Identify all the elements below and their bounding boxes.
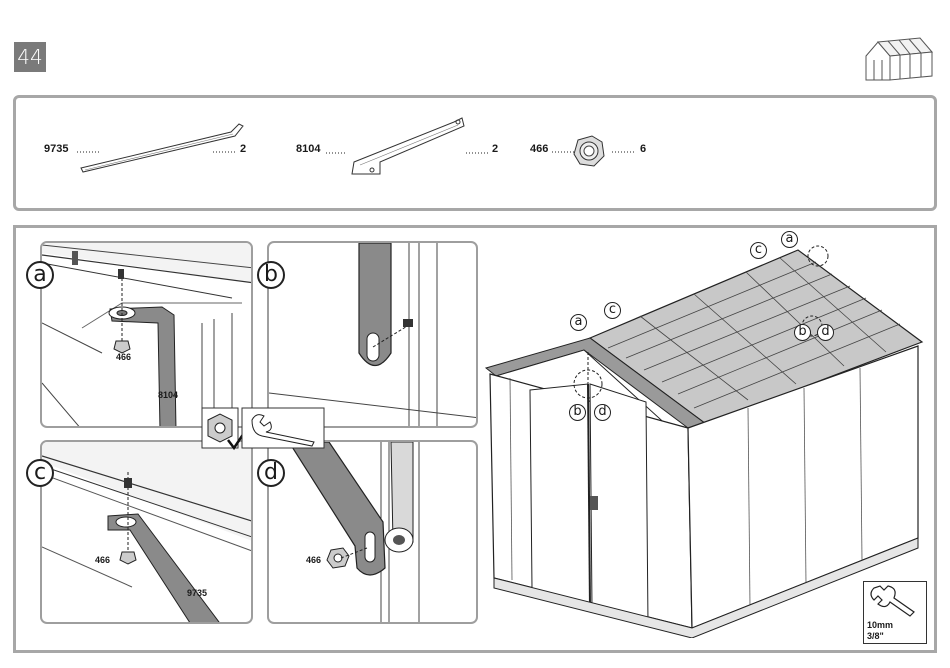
tool-indicator: 10mm 3/8" [863, 581, 927, 644]
step-number: 44 [14, 42, 46, 72]
detail-panel-d [267, 440, 478, 624]
callout-rear-b: b [794, 324, 811, 341]
detail-label-d: d [257, 459, 285, 487]
callout-front-c: c [604, 302, 621, 319]
part-qty-9735: 2 [240, 143, 246, 155]
part-code-9735: 9735 [44, 143, 68, 155]
detail-a-part-label: 8104 [158, 390, 178, 400]
part-qty-466: 6 [640, 143, 646, 155]
detail-panel-a [40, 241, 253, 428]
detail-c-part-label: 9735 [187, 588, 207, 598]
part-466-nut-icon [550, 134, 642, 170]
detail-d-drawing [269, 442, 478, 624]
detail-label-b: b [257, 261, 285, 289]
detail-panel-c [40, 440, 253, 624]
detail-panel-b [267, 241, 478, 428]
callout-rear-d: d [817, 324, 834, 341]
callout-front-a: a [570, 314, 587, 331]
tool-size-inch: 3/8" [867, 631, 884, 641]
part-9735-drawing [73, 116, 253, 176]
detail-c-nut-label: 466 [95, 555, 110, 565]
tool-size-mm: 10mm [867, 620, 893, 630]
detail-b-drawing [269, 243, 478, 428]
callout-front-b: b [569, 404, 586, 421]
wrench-icon [866, 584, 926, 620]
part-code-466: 466 [530, 143, 548, 155]
detail-label-a: a [26, 261, 54, 289]
part-code-8104: 8104 [296, 143, 320, 155]
detail-label-c: c [26, 459, 54, 487]
callout-rear-a: a [781, 231, 798, 248]
detail-c-drawing [42, 442, 253, 624]
detail-d-nut-label: 466 [306, 555, 321, 565]
callout-front-d: d [594, 404, 611, 421]
detail-a-drawing [42, 243, 253, 428]
callout-rear-c: c [750, 242, 767, 259]
part-8104-drawing [324, 112, 500, 184]
tighten-wrench-icon [200, 406, 328, 454]
shed-assembly-drawing [480, 238, 930, 638]
shed-thumbnail-icon [862, 36, 934, 84]
detail-a-nut-label: 466 [116, 352, 131, 362]
part-qty-8104: 2 [492, 143, 498, 155]
